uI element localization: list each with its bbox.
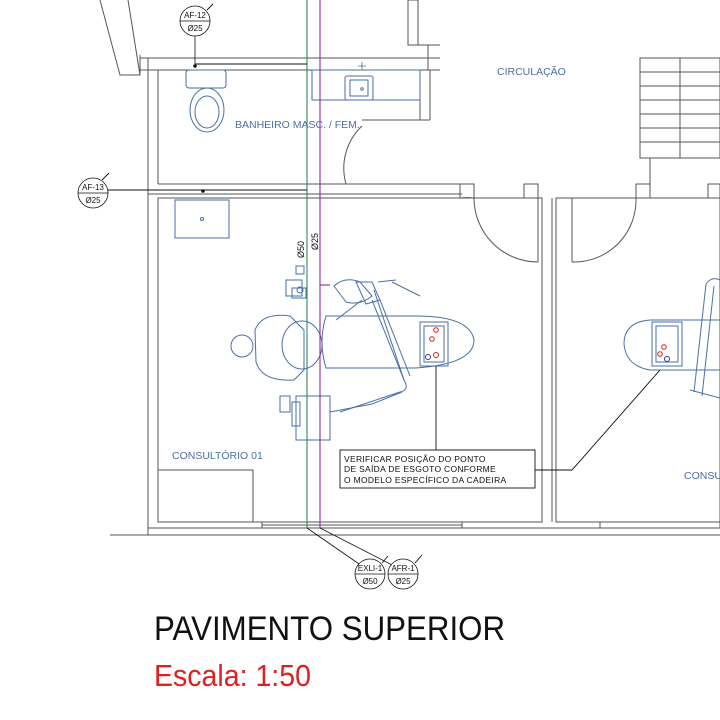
tag-afr1 [319,527,423,590]
dental-chair-right-icon [623,278,720,399]
room-label-circulacao: CIRCULAÇÃO [497,65,566,78]
tag-af13 [77,172,110,209]
connection-points [425,327,670,362]
toilet-icon [185,69,227,133]
tag-exli1-diameter: Ø50 [362,577,378,586]
room-label-consultorio01: CONSULTÓRIO 01 [172,449,263,462]
doors [343,119,637,263]
note-line-1: VERIFICAR POSIÇÃO DO PONTO [344,454,486,464]
note-line-3: O MODELO ESPECÍFICO DA CADEIRA [344,475,507,485]
room-label-banheiro: BANHEIRO MASC. / FEM. [235,119,360,131]
tag-af12 [179,3,214,37]
pipes [100,0,330,528]
dental-chair-icon [230,265,475,441]
tag-exli1-code: EXLI-1 [358,564,383,573]
tag-af12-code: AF-12 [184,11,206,20]
tag-af13-diameter: Ø25 [85,196,101,205]
tag-afr1-diameter: Ø25 [395,577,411,586]
note-callout [339,366,661,489]
note-line-2: DE SAÍDA DE ESGOTO CONFORME [344,464,496,474]
fixtures [174,69,720,441]
tag-af12-diameter: Ø25 [187,24,203,33]
tag-afr1-code: AFR-1 [391,564,415,573]
drawing-scale: Escala: 1:50 [154,658,311,693]
drawing-title: PAVIMENTO SUPERIOR [154,610,506,648]
consultorio-sink-icon [174,199,230,239]
room-label-consultorio-partial: CONSU [684,470,720,482]
sewer-pipe-label: Ø50 [296,241,306,258]
bathroom-sink-icon [344,75,374,101]
tag-exli1 [306,527,389,590]
water-pipe-label: Ø25 [310,233,320,250]
tag-af13-code: AF-13 [82,183,104,192]
